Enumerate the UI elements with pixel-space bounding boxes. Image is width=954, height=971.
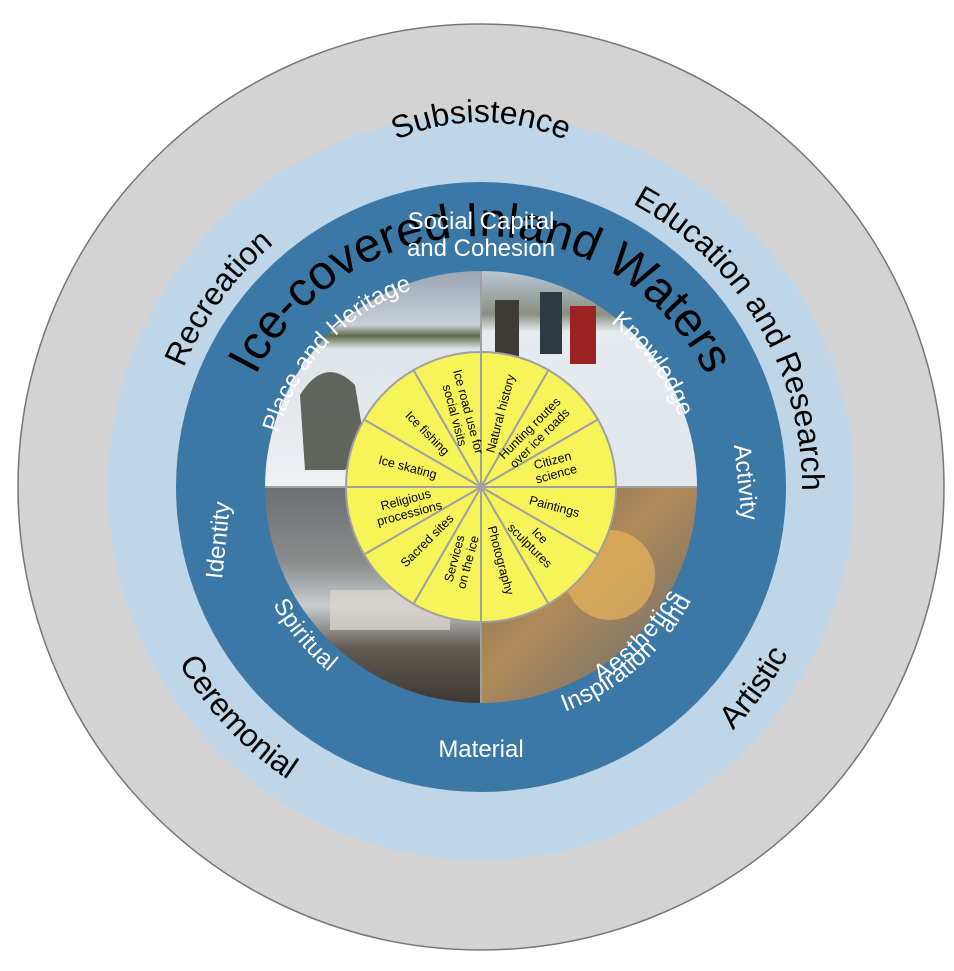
worker-silhouette-3 <box>570 306 596 364</box>
fisher-silhouette <box>300 372 365 470</box>
worker-silhouette-2 <box>540 292 562 354</box>
ring-label-social-capital-2: and Cohesion <box>407 235 555 262</box>
pie-center-dot <box>478 484 484 490</box>
ring-label-material: Material <box>438 736 523 763</box>
wedge-12 <box>412 350 482 491</box>
wedge-pie <box>344 350 618 624</box>
worker-silhouette-1 <box>495 300 519 360</box>
ring-label-social-capital-1: Social Capital <box>408 208 555 235</box>
